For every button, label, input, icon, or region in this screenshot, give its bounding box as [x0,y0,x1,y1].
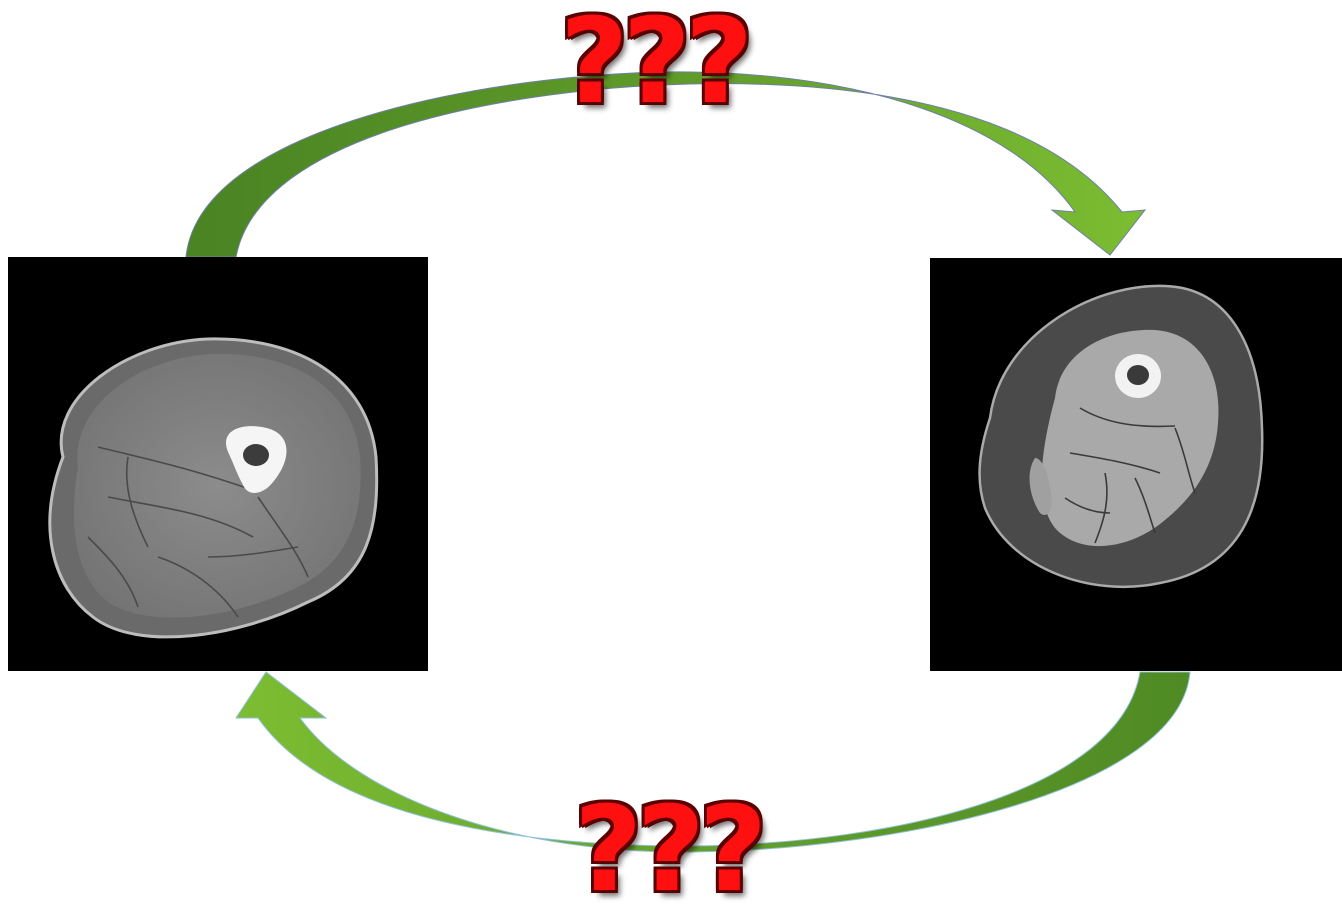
ct-scan-thigh-right [930,258,1342,671]
ct-scan-right-graphic [930,258,1342,671]
top-question-marks: ??? [560,2,747,120]
ct-scan-thigh-left [8,257,428,671]
ct-scan-left-graphic [8,257,428,671]
bottom-question-marks: ??? [574,790,761,908]
